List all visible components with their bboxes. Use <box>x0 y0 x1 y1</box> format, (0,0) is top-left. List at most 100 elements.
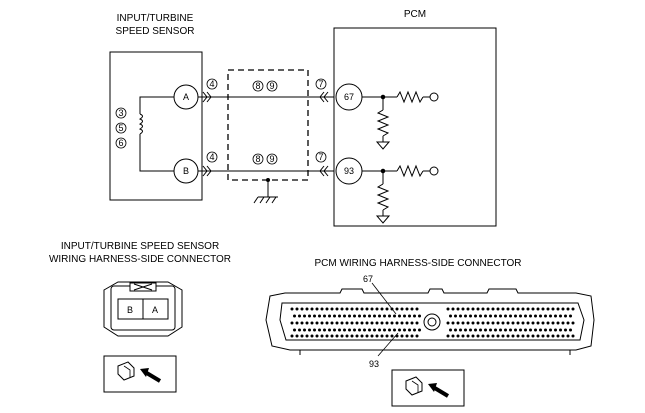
pcm-connector-pin <box>293 328 296 332</box>
pcm-connector-pin <box>303 314 306 318</box>
pcm-connector-pin <box>541 307 545 311</box>
sensor-box <box>109 51 203 201</box>
pcm-connector-pin <box>298 314 301 318</box>
pcm-connector-pin <box>476 307 480 311</box>
pcm-connector-67-leader <box>371 282 397 315</box>
pcm-connector-pin <box>556 334 560 338</box>
pcm-connector-pin <box>451 307 455 311</box>
pcm-connector-pin <box>383 328 386 332</box>
pcm-connector-pin <box>368 314 371 318</box>
pcm-connector-pin <box>295 307 299 311</box>
sensor-connector-view-icon <box>103 355 177 393</box>
pcm-connector-face <box>265 288 595 355</box>
pcm-connector-pin <box>405 321 409 325</box>
pcm-connector-pin <box>350 321 354 325</box>
pcm-connector-pin <box>305 307 309 311</box>
pcm-connector-pin <box>501 321 505 325</box>
pcm-connector-pin <box>333 328 336 332</box>
pcm-input-circuit-bottom <box>362 164 439 224</box>
pcm-connector-pin <box>385 334 389 338</box>
pcm-connector-pin <box>405 334 409 338</box>
pcm-connector-pin <box>393 314 396 318</box>
pcm-connector-pin <box>451 334 455 338</box>
pcm-connector-pin <box>365 321 369 325</box>
pcm-connector-pin <box>516 334 520 338</box>
pcm-connector-pin <box>496 307 500 311</box>
pcm-connector-pin <box>489 328 492 332</box>
pcm-connector-pin <box>571 321 575 325</box>
pcm-connector-pin <box>358 314 361 318</box>
pcm-connector-pin <box>561 307 565 311</box>
pcm-connector-pin <box>333 314 336 318</box>
pcm-connector-pin <box>375 334 379 338</box>
pcm-connector-pin <box>496 334 500 338</box>
pcm-connector-pin <box>561 334 565 338</box>
pcm-connector-pin <box>569 314 572 318</box>
pcm-connector-pin <box>511 321 515 325</box>
pcm-connector-pin <box>464 328 467 332</box>
pcm-connector-pin <box>454 328 457 332</box>
pcm-connector-pin <box>491 334 495 338</box>
sensor-title-line2: SPEED SENSOR <box>116 26 195 37</box>
pcm-connector-pin <box>516 307 520 311</box>
pcm-connector-pin <box>526 321 530 325</box>
pcm-connector-pin <box>330 307 334 311</box>
pcm-connector-pin <box>340 334 344 338</box>
pcm-connector-pin <box>544 314 547 318</box>
pcm-connector-pin <box>511 334 515 338</box>
pcm-connector-pin <box>476 334 480 338</box>
pcm-connector-pin <box>521 321 525 325</box>
pcm-connector-pin <box>451 321 455 325</box>
pcm-connector-pin <box>499 328 502 332</box>
pcm-connector-pin <box>526 307 530 311</box>
pcm-connector-pin <box>323 314 326 318</box>
pcm-connector-pin <box>398 328 401 332</box>
pcm-pin-93-label: 93 <box>344 166 354 176</box>
pcm-connector-pin <box>363 314 366 318</box>
pcm-connector-pin <box>566 321 570 325</box>
pcm-connector-pin <box>345 321 349 325</box>
pcm-connector-pin <box>484 328 487 332</box>
pcm-connector-pin <box>491 307 495 311</box>
pcm-connector-pin <box>353 314 356 318</box>
pcm-connector-pin <box>524 314 527 318</box>
pcm-connector-pin <box>415 321 419 325</box>
sensor-connector-pin-a: A <box>152 305 158 315</box>
pcm-connector-pin <box>330 334 334 338</box>
pcm-connector-pin <box>403 328 406 332</box>
pcm-connector-pin <box>355 307 359 311</box>
pcm-connector-pin <box>461 321 465 325</box>
chassis-ground-icon <box>253 178 278 204</box>
pcm-connector-pin <box>408 314 411 318</box>
sensor-connector-pin-b: B <box>127 305 133 315</box>
pcm-connector-pin <box>415 307 419 311</box>
pcm-connector-pin <box>471 334 475 338</box>
pcm-connector-pin <box>539 328 542 332</box>
pcm-connector-pin <box>506 334 510 338</box>
pcm-connector-pin <box>554 314 557 318</box>
ref-pcm-side-bottom: 7 <box>318 152 323 162</box>
pcm-connector-pin <box>408 328 411 332</box>
pcm-connector-pin <box>466 334 470 338</box>
pcm-connector-pin <box>320 307 324 311</box>
pcm-connector-pin <box>549 328 552 332</box>
pcm-connector-pin <box>300 334 304 338</box>
pcm-connector-pin <box>395 307 399 311</box>
pcm-connector-pin <box>501 334 505 338</box>
pcm-connector-pin <box>471 307 475 311</box>
pcm-connector-pin <box>564 314 567 318</box>
pcm-connector-pin <box>546 334 550 338</box>
connector-refs: 4 4 7 7 <box>206 78 327 163</box>
pcm-connector-pin <box>413 328 416 332</box>
sensor-title-line1: INPUT/TURBINE <box>117 13 194 24</box>
pcm-connector-pin <box>295 334 299 338</box>
pcm-connector-pin <box>300 321 304 325</box>
pcm-connector-pin <box>300 307 304 311</box>
pcm-connector-pin <box>350 334 354 338</box>
pcm-connector-pin <box>536 307 540 311</box>
sensor-connector-title-line1: INPUT/TURBINE SPEED SENSOR <box>61 241 219 252</box>
pcm-connector-pin <box>506 321 510 325</box>
pcm-connector-pin <box>295 321 299 325</box>
pcm-connector-pin <box>393 328 396 332</box>
